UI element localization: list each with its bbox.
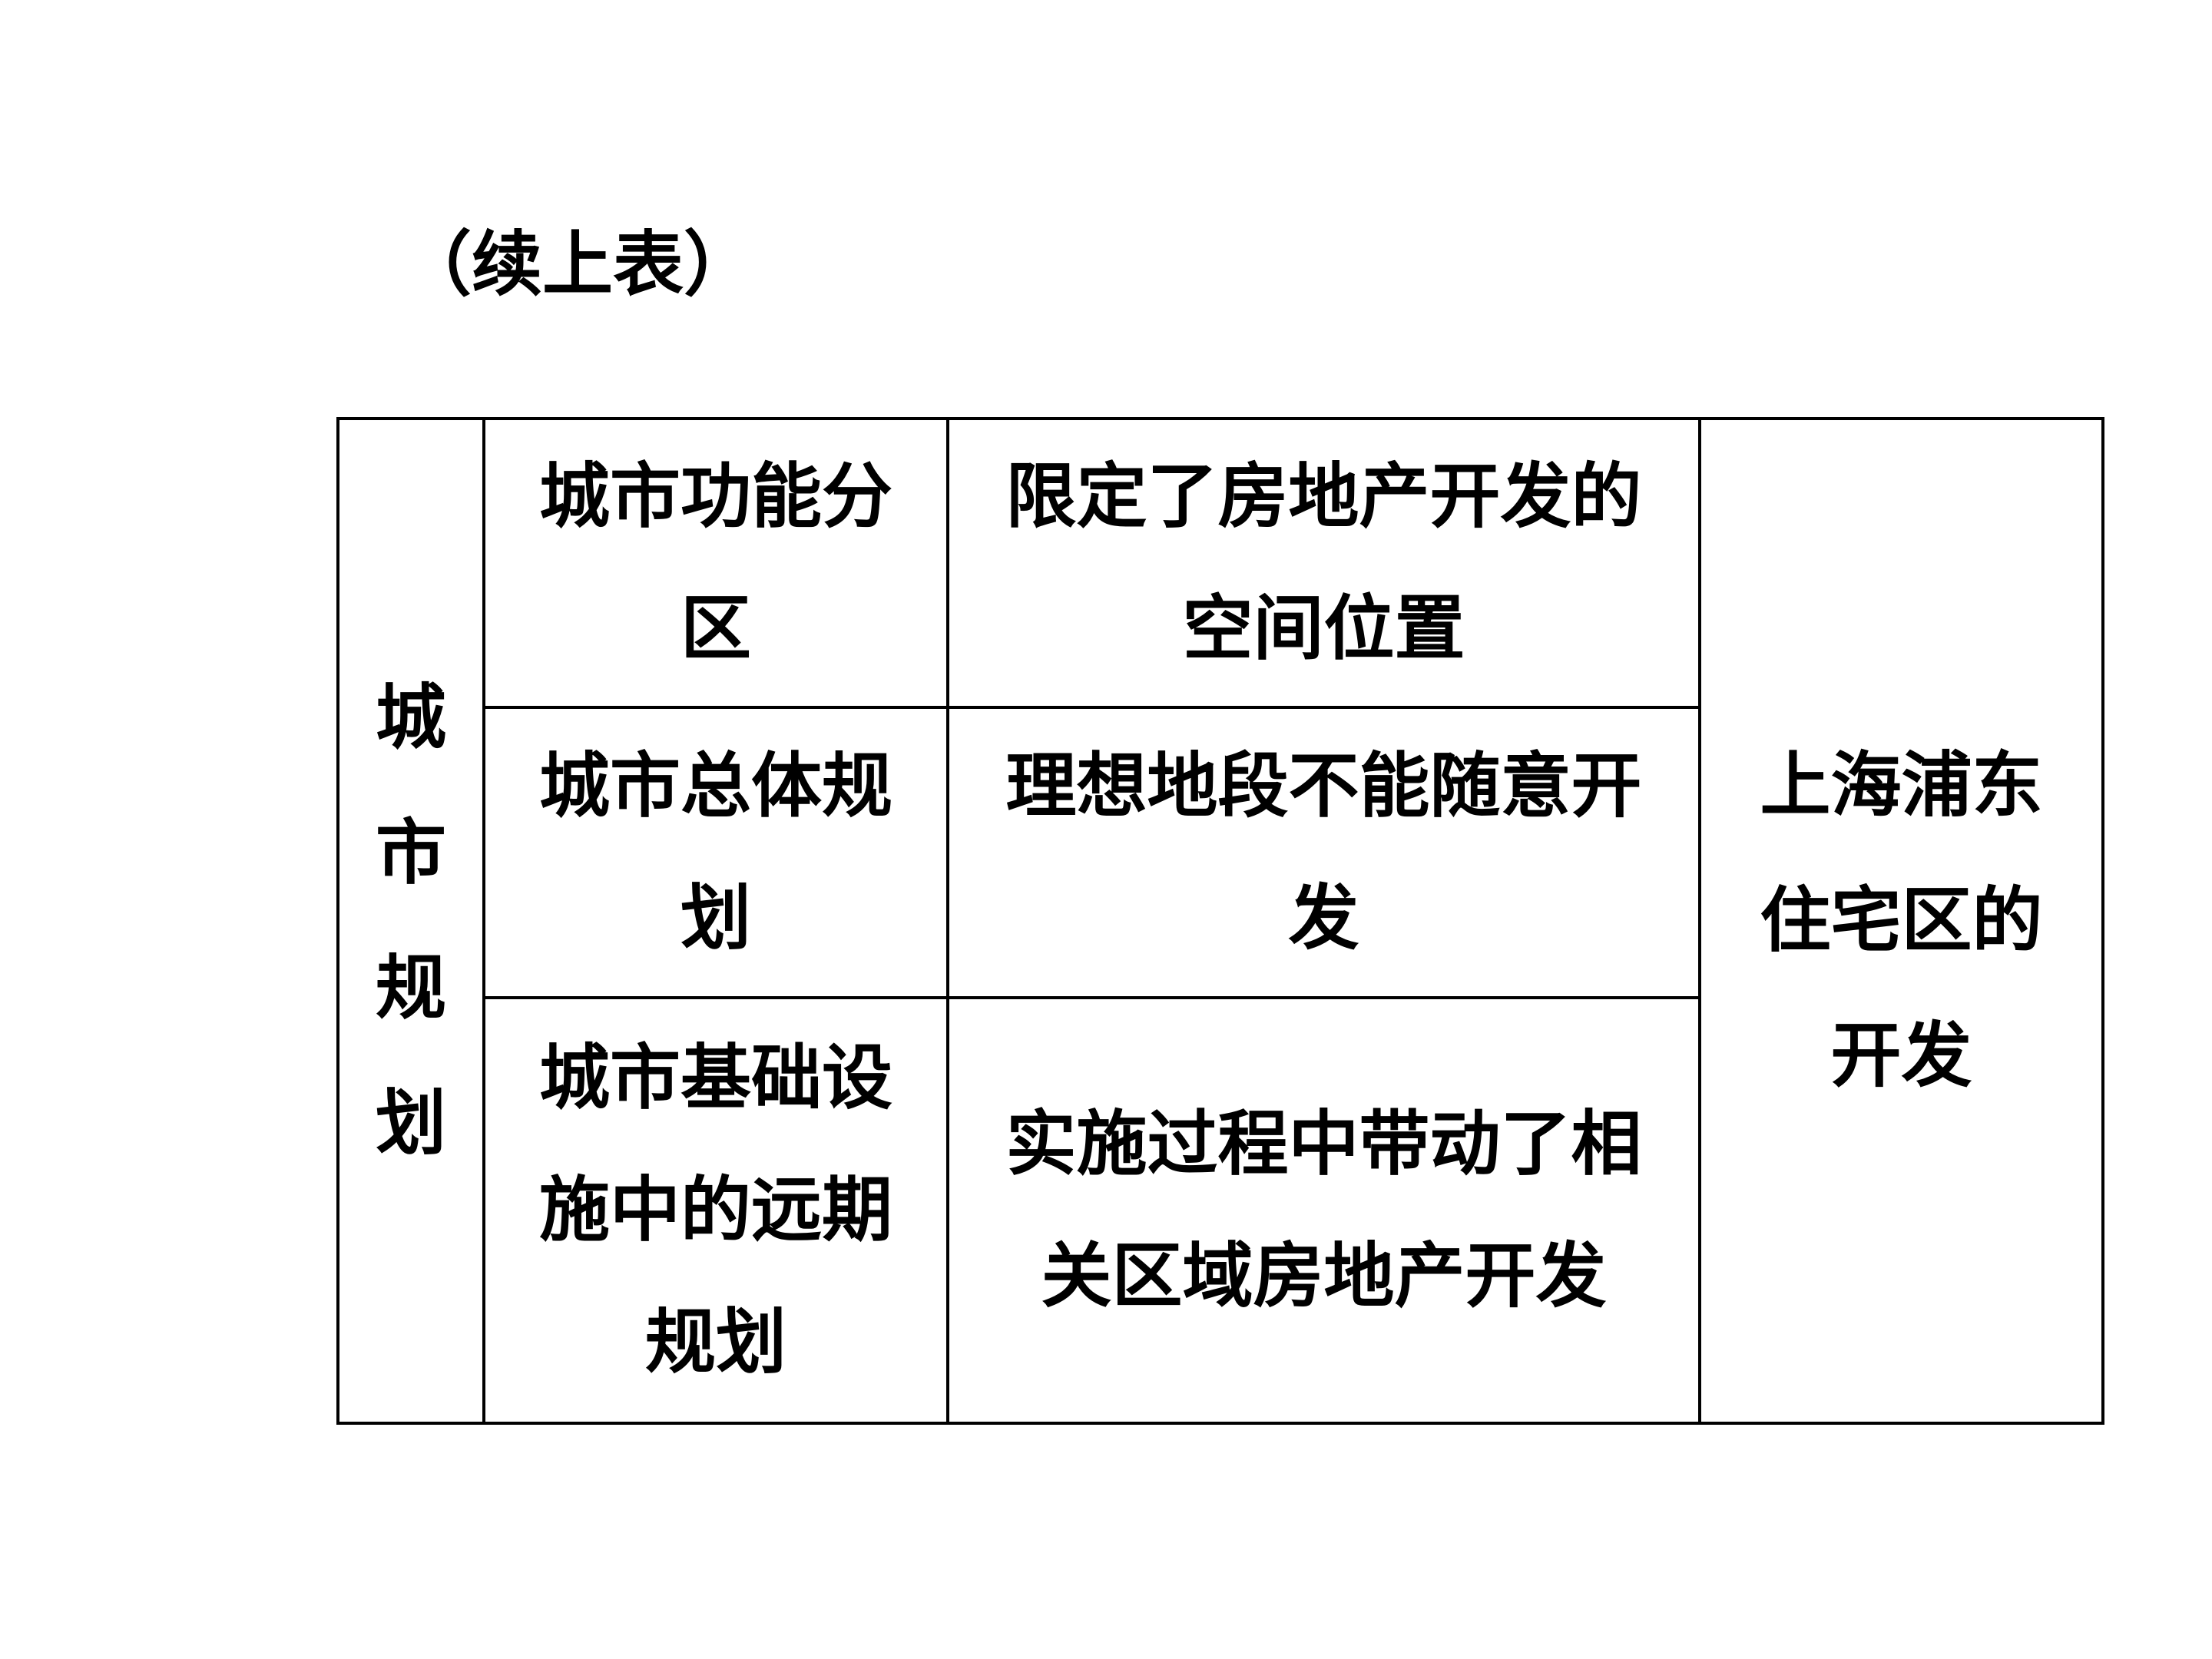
example-cell: 上海浦东住宅区的开发 (1698, 417, 2104, 1425)
table-caption: （续上表） (401, 224, 755, 306)
aspect-text: 城市总体规划 (538, 745, 892, 959)
effect-text: 理想地段不能随意开发 (1005, 745, 1642, 959)
category-label: 城市规划 (376, 677, 447, 1164)
table-row: 城市总体规划 理想地段不能随意开发 (338, 706, 2103, 999)
aspect-cell: 城市总体规划 (482, 706, 949, 999)
effect-cell: 理想地段不能随意开发 (946, 706, 1701, 999)
aspect-text: 城市功能分区 (538, 455, 892, 670)
table-row: 城市规划 城市功能分区 限定了房地产开发的空间位置 上海浦东住宅区的开发 (336, 417, 2104, 1425)
planning-table: 城市规划 城市功能分区 限定了房地产开发的空间位置 上海浦东住宅区的开发 城市总… (336, 417, 2104, 1425)
effect-cell: 限定了房地产开发的空间位置 (946, 417, 1701, 709)
effect-text: 限定了房地产开发的空间位置 (1005, 455, 1642, 670)
category-cell: 城市规划 (336, 417, 485, 1425)
effect-cell: 实施过程中带动了相关区域房地产开发 (946, 996, 1701, 1425)
table-row: 城市基础设施中的远期规划 实施过程中带动了相关区域房地产开发 (338, 996, 2103, 1425)
aspect-cell: 城市功能分区 (482, 417, 949, 709)
aspect-cell: 城市基础设施中的远期规划 (482, 996, 949, 1425)
effect-text: 实施过程中带动了相关区域房地产开发 (1005, 1103, 1642, 1317)
example-text: 上海浦东住宅区的开发 (1760, 744, 2043, 1097)
aspect-text: 城市基础设施中的远期规划 (538, 1037, 892, 1383)
